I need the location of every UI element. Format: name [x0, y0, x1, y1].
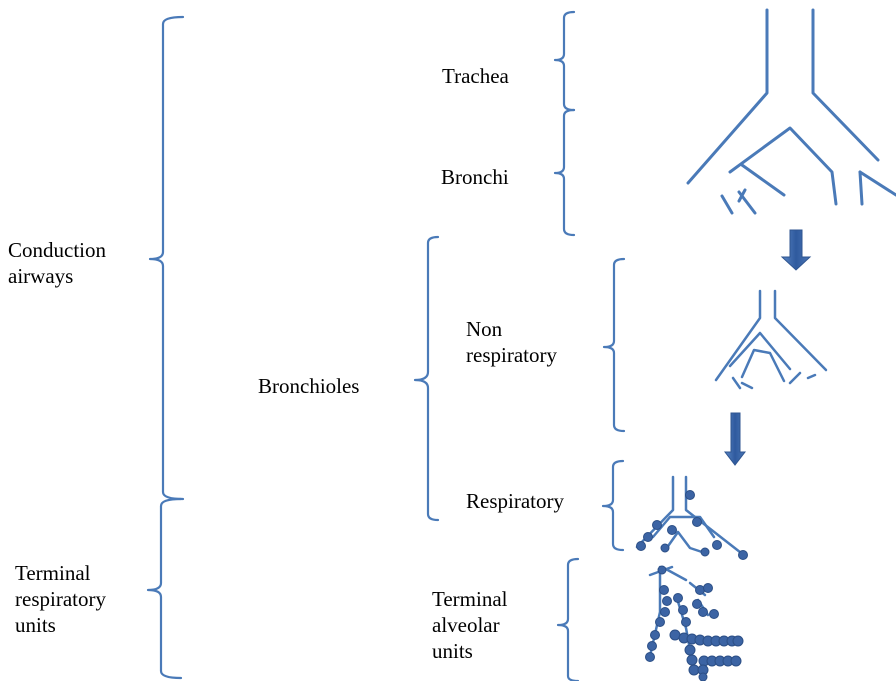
non-respiratory-label-line-2: respiratory — [466, 343, 557, 367]
bronchioles-bracket — [413, 235, 440, 522]
trachea-label: Trachea — [442, 64, 509, 88]
conduction-airways-label-line-2: airways — [8, 264, 74, 288]
conduction-airways-bracket — [148, 15, 185, 501]
conduction-airways-label-line-1: Conduction — [8, 238, 106, 262]
terminal-alveolar-units-label: Terminal alveolar units — [432, 586, 508, 664]
terminal-alveolar-units-label-line-2: alveolar — [432, 613, 500, 637]
terminal-alveolar-cluster — [645, 565, 744, 681]
non-respiratory-label-line-1: Non — [466, 317, 503, 341]
bronchi-label: Bronchi — [441, 165, 509, 189]
bronchioles-label: Bronchioles — [258, 374, 360, 398]
conduction-airways-label: Conduction airways — [8, 237, 106, 289]
non-respiratory-label: Non respiratory — [466, 316, 557, 368]
terminal-alveolar-units-label-line-1: Terminal — [432, 587, 508, 611]
terminal-respiratory-units-label-line-2: respiratory — [15, 587, 106, 611]
terminal-alveolar-units-label-line-3: units — [432, 639, 473, 663]
trachea-bronchi-tree — [686, 8, 896, 215]
terminal-respiratory-units-label: Terminal respiratory units — [15, 560, 106, 638]
terminal-respiratory-units-label-line-1: Terminal — [15, 561, 91, 585]
respiratory-label: Respiratory — [466, 489, 564, 513]
non-respiratory-tree — [714, 289, 828, 390]
down-arrow-icon — [780, 229, 812, 271]
trachea-bracket — [553, 10, 576, 112]
terminal-alveolar-units-bracket — [556, 557, 580, 681]
non-respiratory-bracket — [602, 257, 626, 433]
terminal-respiratory-units-label-line-3: units — [15, 613, 56, 637]
respiratory-bracket — [601, 459, 625, 552]
respiratory-alveoli — [636, 490, 748, 560]
bronchi-bracket — [553, 108, 576, 237]
terminal-respiratory-units-bracket — [146, 497, 183, 680]
down-arrow-icon — [723, 412, 747, 466]
